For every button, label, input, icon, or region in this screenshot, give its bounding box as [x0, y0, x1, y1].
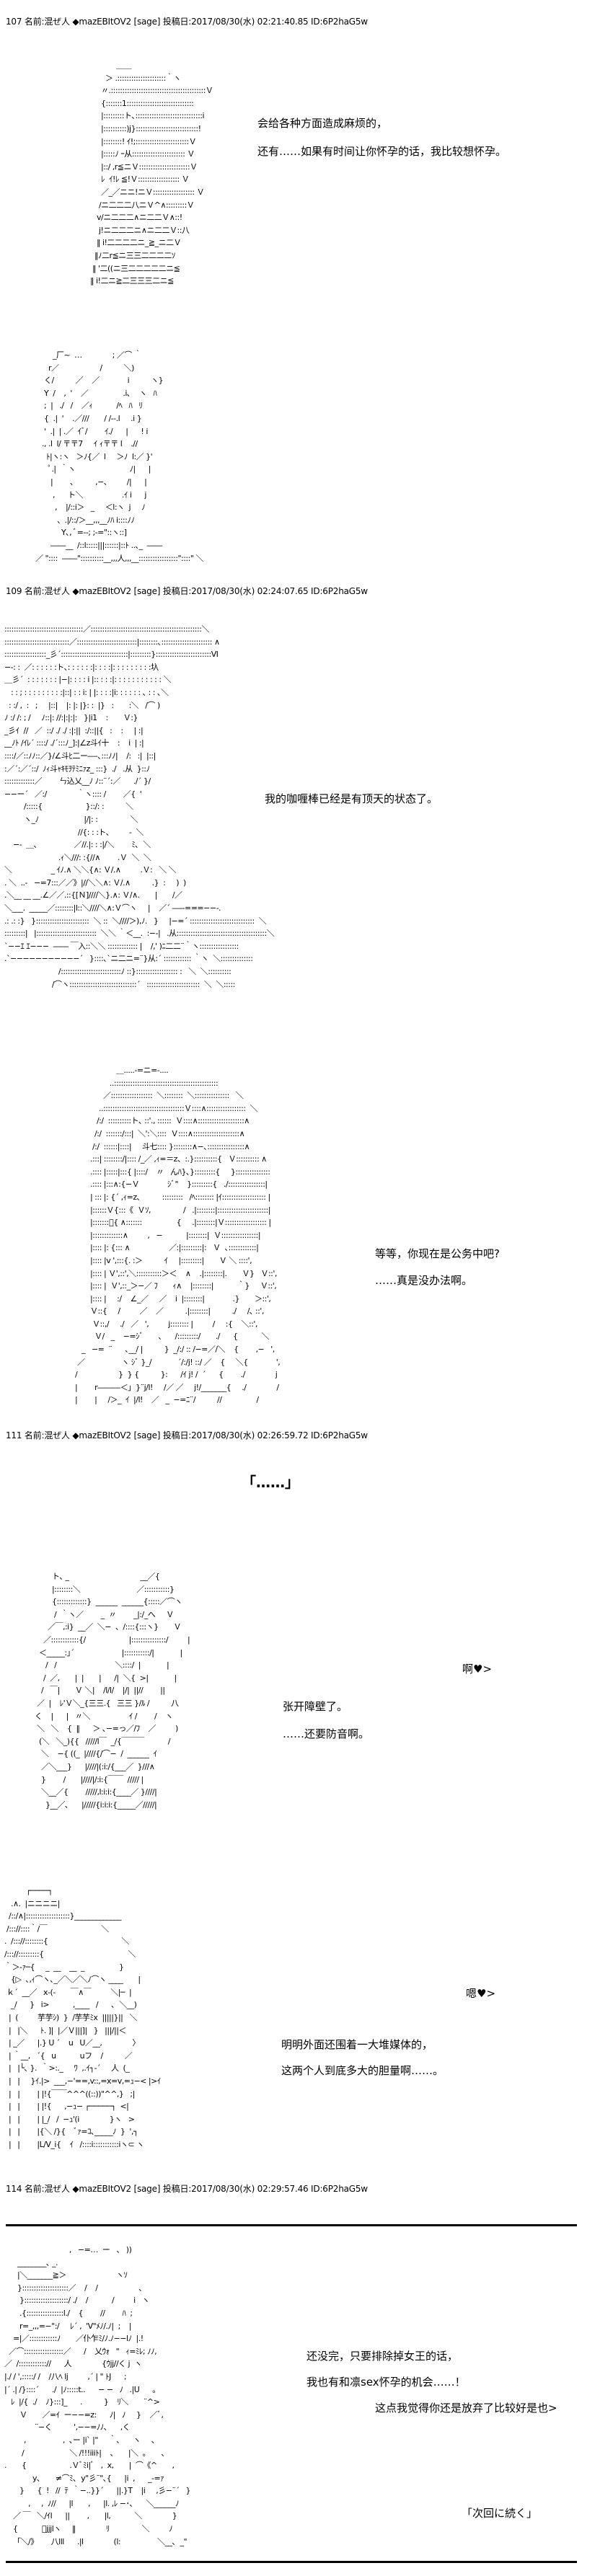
divider-rule	[6, 2224, 577, 2226]
post-header-107: 107 名前:混ぜ人 ◆mazEBItOV2 [sage] 投稿日:2017/0…	[6, 17, 368, 27]
to-be-continued: 「次回に続く」	[462, 2507, 538, 2520]
ascii-art-figure: ＿.....-=ニ=-.... ..::::::::::::::::::::::…	[74, 1066, 281, 1405]
dialogue-line: 我的咖喱棒已经是有顶天的状态了。	[265, 792, 438, 805]
dialogue-line: 会给各种方面造成麻烦的，	[257, 117, 388, 130]
dialogue-line: 还没完，只要排除掉女王的话，	[306, 2350, 459, 2363]
divider-rule	[6, 2561, 577, 2563]
dialogue-line: ……还要防音啊。	[283, 1727, 370, 1740]
dialogue-line: 还有……如果有时间让你怀孕的话，我比较想怀孕。	[257, 145, 507, 158]
post-header-109: 109 名前:混ぜ人 ◆mazEBItOV2 [sage] 投稿日:2017/0…	[6, 586, 368, 596]
ascii-art-figure: , −=… ー 、 )) ________､ _. |＼_______≧＞ ヽｿ…	[4, 2245, 191, 2546]
dialogue-line: 啊♥>	[462, 1663, 493, 1676]
ascii-art-figure: ＿＿ ＞ .:::::::::::::::::::::｀ヽ 〃.::::::::…	[89, 61, 213, 286]
dialogue-line: 等等，你现在是公务中吧?	[375, 1247, 500, 1260]
post-header-114: 114 名前:混ぜ人 ◆mazEBItOV2 [sage] 投稿日:2017/0…	[6, 2184, 368, 2194]
dialogue-line: 这点我觉得你还是放弃了比较好是也>	[375, 2402, 557, 2415]
dialogue-line: 这两个人到底多大的胆量啊……。	[281, 2064, 444, 2077]
post-header-111: 111 名前:混ぜ人 ◆mazEBItOV2 [sage] 投稿日:2017/0…	[6, 1430, 368, 1440]
ascii-art-figure: ::::::::::::::::::::::::::::::::::／:::::…	[4, 624, 275, 989]
ascii-art-face: _厂~ … ; ／⌒ ｀ r／ / ＼) く/ ／ ／ i ヽ} Y / , '…	[35, 350, 203, 563]
dialogue-line: ……真是没办法啊。	[375, 1274, 473, 1287]
dialogue-line: 明明外面还围着一大堆媒体的，	[281, 2038, 433, 2051]
ascii-art-figure: ト､ _ __／{ |::::::::＼ ／:::::::::::} {::::…	[34, 1572, 190, 1810]
ascii-art-figure: ┌────┐ .∧. |ニニニニ| /::/∧|::::::::::::::::…	[4, 1886, 161, 2149]
silence-bracket: 「……」	[242, 1474, 299, 1491]
dialogue-line: 嗯♥>	[466, 1987, 496, 2000]
dialogue-line: 我也有和凛sex怀孕的机会……！	[306, 2376, 466, 2389]
dialogue-line: 张开障壁了。	[283, 1700, 348, 1713]
